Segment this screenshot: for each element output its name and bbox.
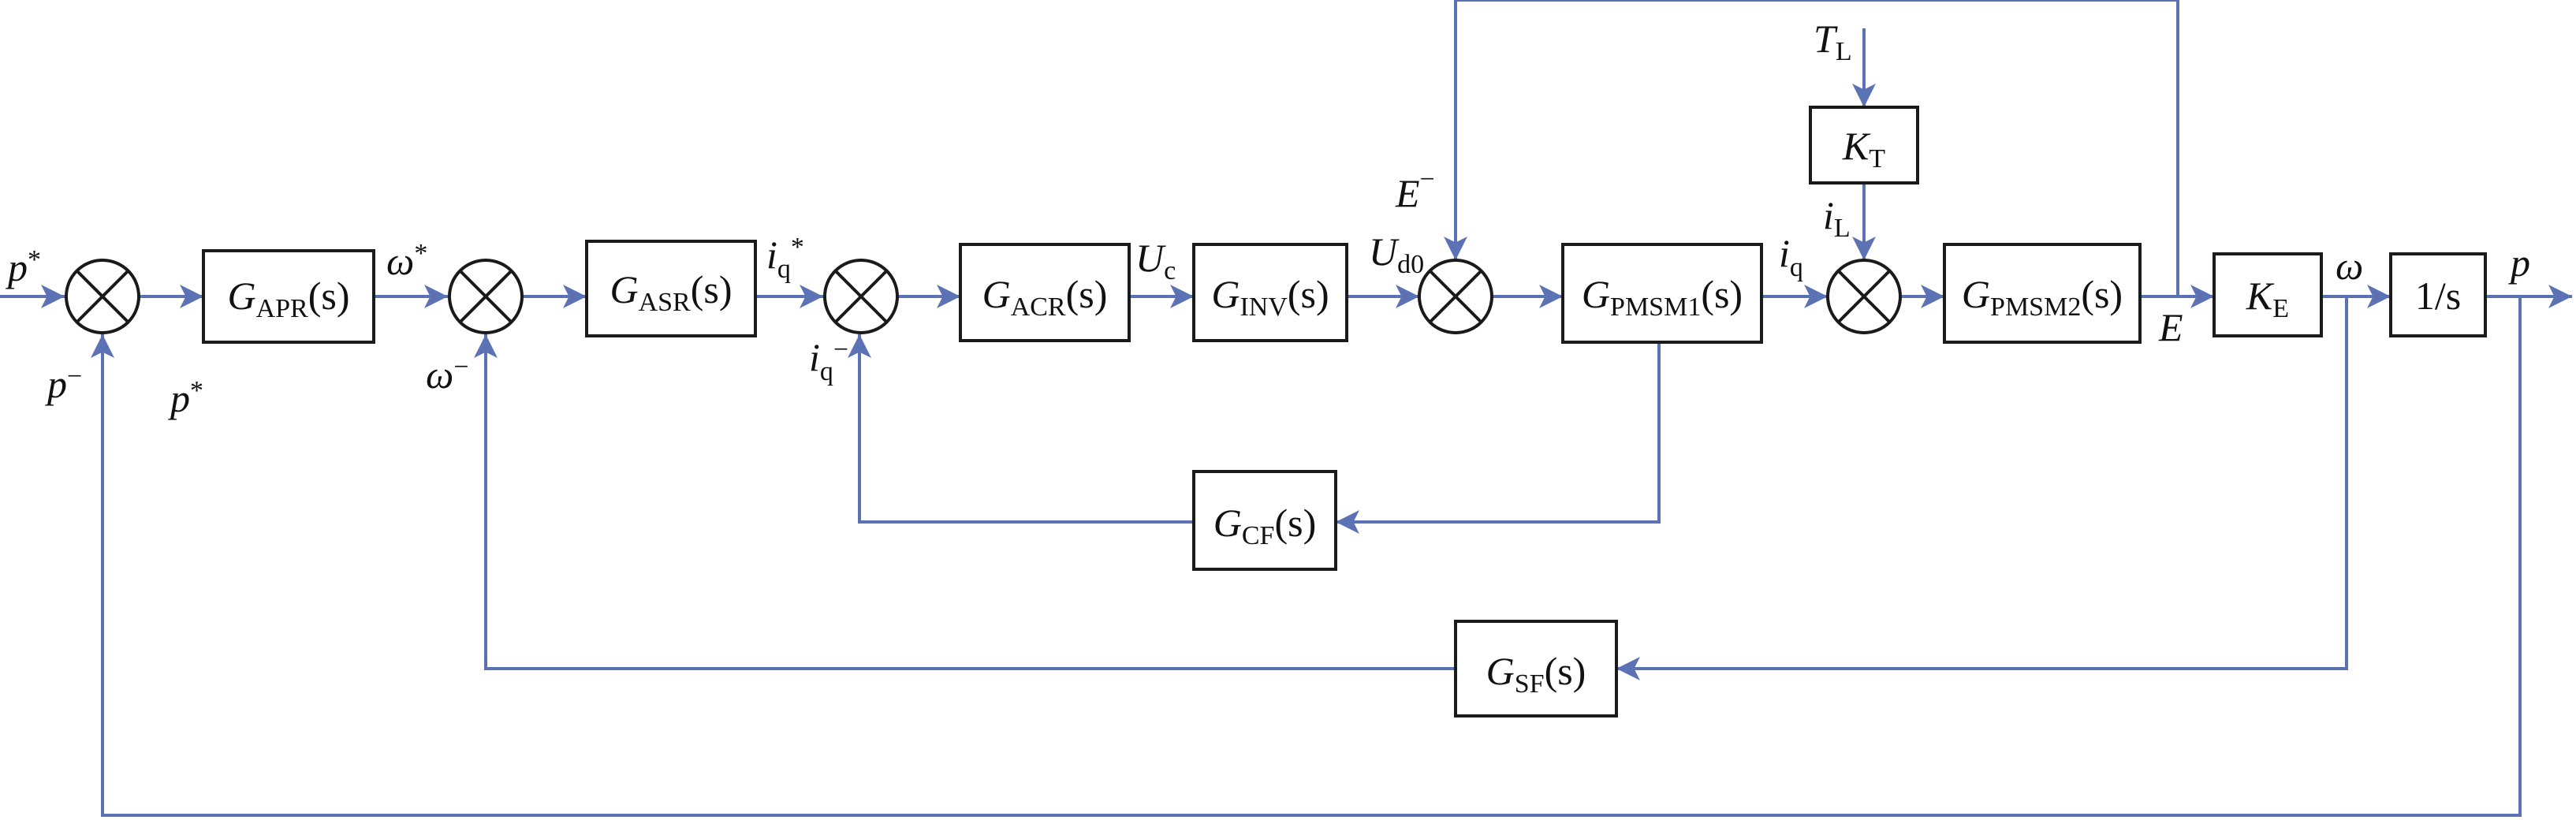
label-p-out: p <box>2508 240 2530 285</box>
label-tl: TL <box>1814 17 1852 66</box>
block-kt: KT <box>1809 106 1919 184</box>
label-iq-ref: iq* <box>766 233 804 284</box>
svg-text:GACR(s): GACR(s) <box>982 272 1108 322</box>
label-iq-feedback: iq− <box>809 335 848 386</box>
wire-position-feedback <box>91 296 2522 817</box>
summing-junction-voltage <box>1418 259 1493 334</box>
svg-text:GSF(s): GSF(s) <box>1486 649 1586 699</box>
label-iq: iq <box>1779 231 1803 282</box>
block-apr: GAPR(s) <box>202 249 375 344</box>
svg-text:GPMSM1(s): GPMSM1(s) <box>1582 272 1743 322</box>
label-il: iL <box>1823 193 1851 243</box>
signal-labels: p* p− p* ω* ω− iq* iq− Uc Ud0 E− iq TL i… <box>6 17 2530 420</box>
svg-text:GPMSM2(s): GPMSM2(s) <box>1962 272 2123 322</box>
block-pmsm1: GPMSM1(s) <box>1561 243 1763 344</box>
svg-text:GCF(s): GCF(s) <box>1213 501 1316 550</box>
summing-junction-current <box>823 259 899 334</box>
svg-text:GASR(s): GASR(s) <box>610 267 732 317</box>
block-ke: KE <box>2213 252 2323 337</box>
summing-junction-speed <box>448 259 524 334</box>
svg-text:1/s: 1/s <box>2415 274 2461 318</box>
svg-text:GAPR(s): GAPR(s) <box>227 274 349 323</box>
block-inv: GINV(s) <box>1192 243 1348 342</box>
label-e-feedback: E− <box>1395 165 1435 215</box>
label-omega-feedback: ω− <box>426 352 469 397</box>
label-e: E <box>2158 305 2183 349</box>
label-omega-ref: ω* <box>386 239 427 283</box>
block-integrator: 1/s <box>2389 252 2487 337</box>
block-pmsm2: GPMSM2(s) <box>1943 243 2142 344</box>
svg-text:GINV(s): GINV(s) <box>1211 272 1329 322</box>
summing-junction-torque <box>1826 259 1902 334</box>
block-acr: GACR(s) <box>959 243 1131 342</box>
label-ud0: Ud0 <box>1369 229 1424 279</box>
wire-cf-to-sum3 <box>848 334 1194 524</box>
label-uc: Uc <box>1135 236 1176 285</box>
label-p-ref-secondary: p* <box>168 376 203 420</box>
wire-e-feedback <box>1444 0 2179 296</box>
svg-text:KT: KT <box>1842 124 1885 173</box>
block-sf: GSF(s) <box>1454 620 1618 718</box>
wire-speed-tap <box>1616 296 2348 680</box>
summing-junction-position <box>65 259 140 334</box>
label-p-ref: p* <box>6 245 41 289</box>
wire-current-tap <box>1336 334 1661 534</box>
block-cf: GCF(s) <box>1192 470 1337 571</box>
label-omega: ω <box>2336 244 2363 288</box>
label-p-feedback: p− <box>45 362 82 406</box>
wire-sf-to-sum2 <box>474 334 1456 670</box>
block-asr: GASR(s) <box>585 240 757 337</box>
svg-text:KE: KE <box>2246 274 2289 323</box>
